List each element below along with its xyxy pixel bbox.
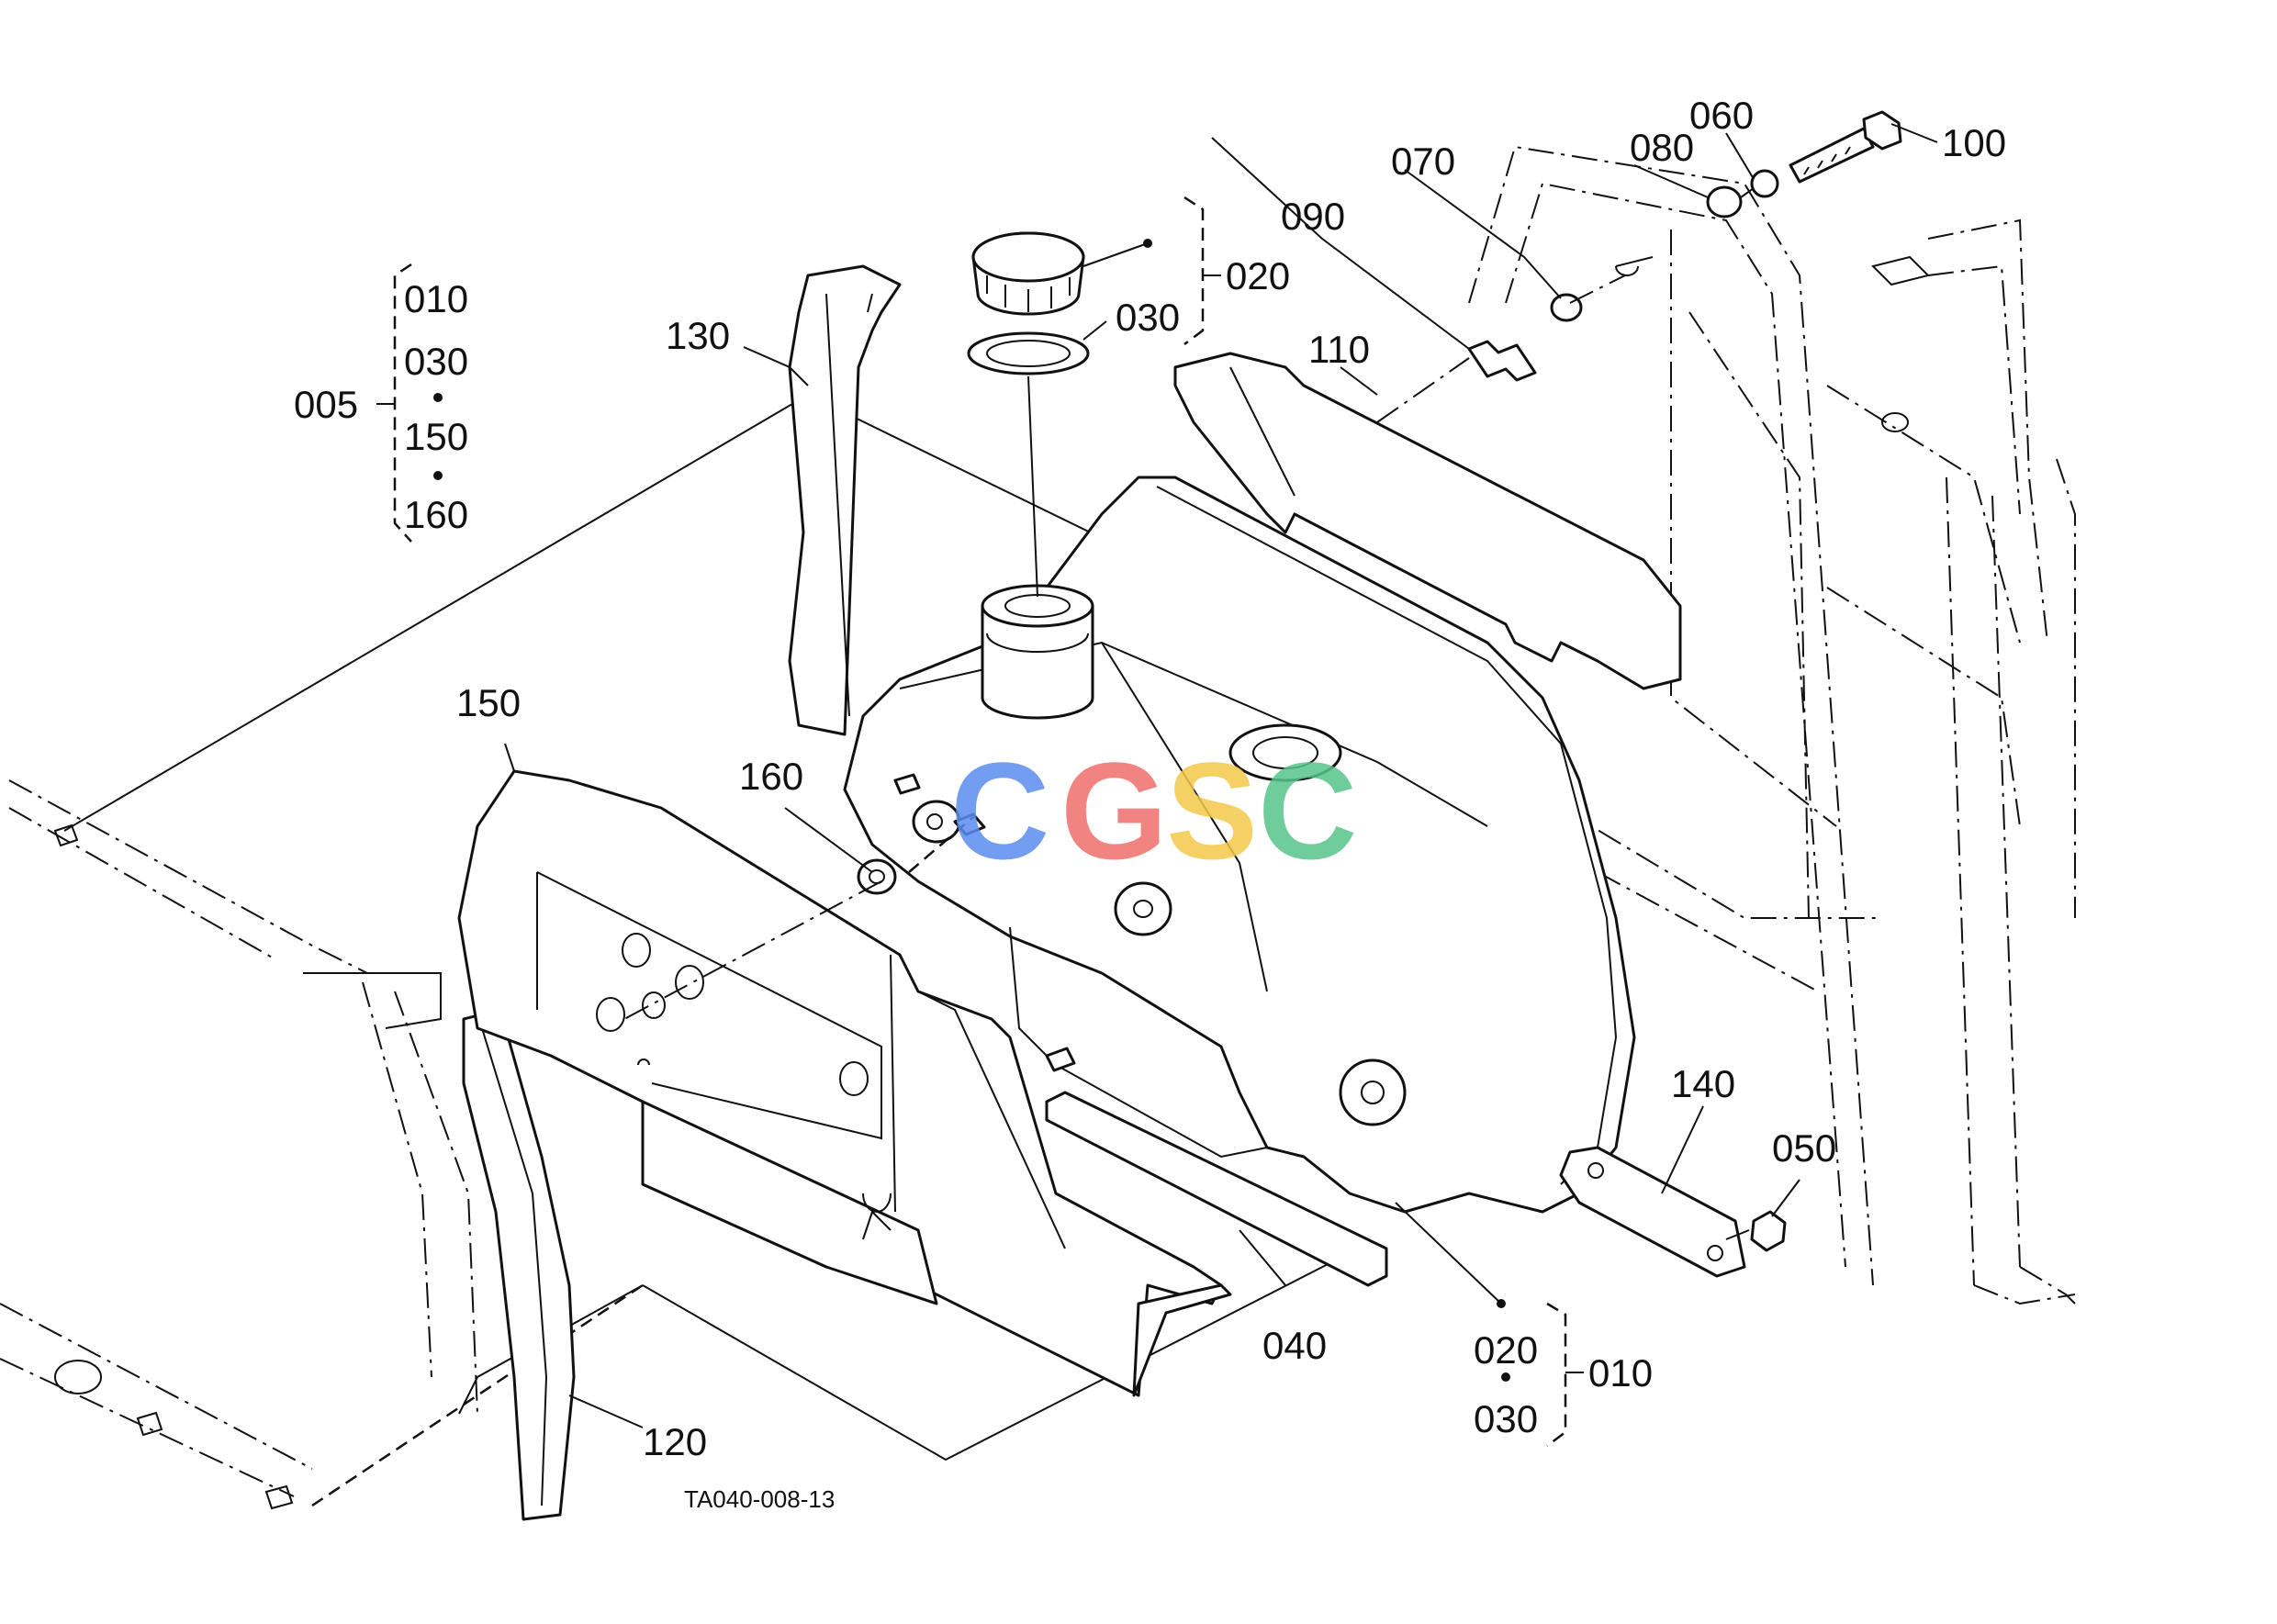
cover-axis bbox=[623, 880, 882, 1020]
kit-010-item-1: 020 bbox=[1474, 1328, 1538, 1372]
cap-axis-line bbox=[1027, 375, 1038, 598]
label-130: 130 bbox=[666, 314, 730, 357]
part-140-bracket bbox=[1559, 1146, 1746, 1278]
part-150-side-cover bbox=[457, 769, 1232, 1397]
label-040: 040 bbox=[1262, 1324, 1327, 1367]
label-030-cap: 030 bbox=[1116, 296, 1180, 339]
label-110: 110 bbox=[1308, 328, 1370, 371]
leader-dots bbox=[433, 239, 1510, 1382]
label-050: 050 bbox=[1772, 1126, 1836, 1170]
watermark-letter-2: G bbox=[1060, 734, 1168, 888]
kit-005-item-4: 160 bbox=[404, 493, 468, 536]
grommet-axis bbox=[908, 816, 974, 873]
cap-gasket bbox=[967, 331, 1090, 375]
cgsc-watermark: C G S C bbox=[950, 734, 1357, 888]
frame-outline bbox=[0, 145, 2076, 1510]
part-050-bolt bbox=[1725, 1210, 1787, 1252]
kit-005-item-1: 010 bbox=[404, 277, 468, 320]
label-070: 070 bbox=[1391, 140, 1455, 183]
label-005: 005 bbox=[294, 383, 358, 426]
label-020-cap: 020 bbox=[1226, 254, 1290, 297]
label-090: 090 bbox=[1281, 195, 1345, 238]
label-120: 120 bbox=[643, 1420, 707, 1463]
watermark-letter-4: C bbox=[1258, 734, 1357, 888]
drawing-code: TA040-008-13 bbox=[684, 1485, 835, 1513]
kit-bracket-cap bbox=[1183, 196, 1221, 345]
label-100: 100 bbox=[1942, 121, 2006, 164]
part-120-foam-strip bbox=[462, 1008, 576, 1521]
label-140: 140 bbox=[1671, 1062, 1735, 1105]
leader-lines bbox=[504, 123, 1938, 1428]
watermark-letter-3: S bbox=[1166, 734, 1258, 888]
label-060: 060 bbox=[1689, 94, 1754, 137]
bolt-stack bbox=[1376, 110, 1902, 423]
label-080: 080 bbox=[1630, 126, 1694, 169]
label-160: 160 bbox=[739, 755, 803, 798]
kit-005-item-3: 150 bbox=[404, 415, 468, 458]
part-labels: 060 100 070 080 090 020 030 130 110 005 … bbox=[294, 94, 2006, 1513]
part-040-strap bbox=[1045, 1091, 1388, 1287]
part-110-upper-rail bbox=[1173, 352, 1682, 690]
label-150: 150 bbox=[456, 681, 521, 724]
kit-010-item-2: 030 bbox=[1474, 1397, 1538, 1440]
kit-bracket-010 bbox=[1546, 1302, 1584, 1447]
watermark-letter-1: C bbox=[950, 734, 1049, 888]
fuel-cap bbox=[971, 231, 1085, 316]
kit-005-item-2: 030 bbox=[404, 340, 468, 383]
fuel-tank-body bbox=[843, 476, 1636, 1214]
label-010: 010 bbox=[1588, 1351, 1653, 1394]
part-130-foam-strip bbox=[788, 264, 902, 736]
kit-bracket-005 bbox=[376, 263, 412, 543]
